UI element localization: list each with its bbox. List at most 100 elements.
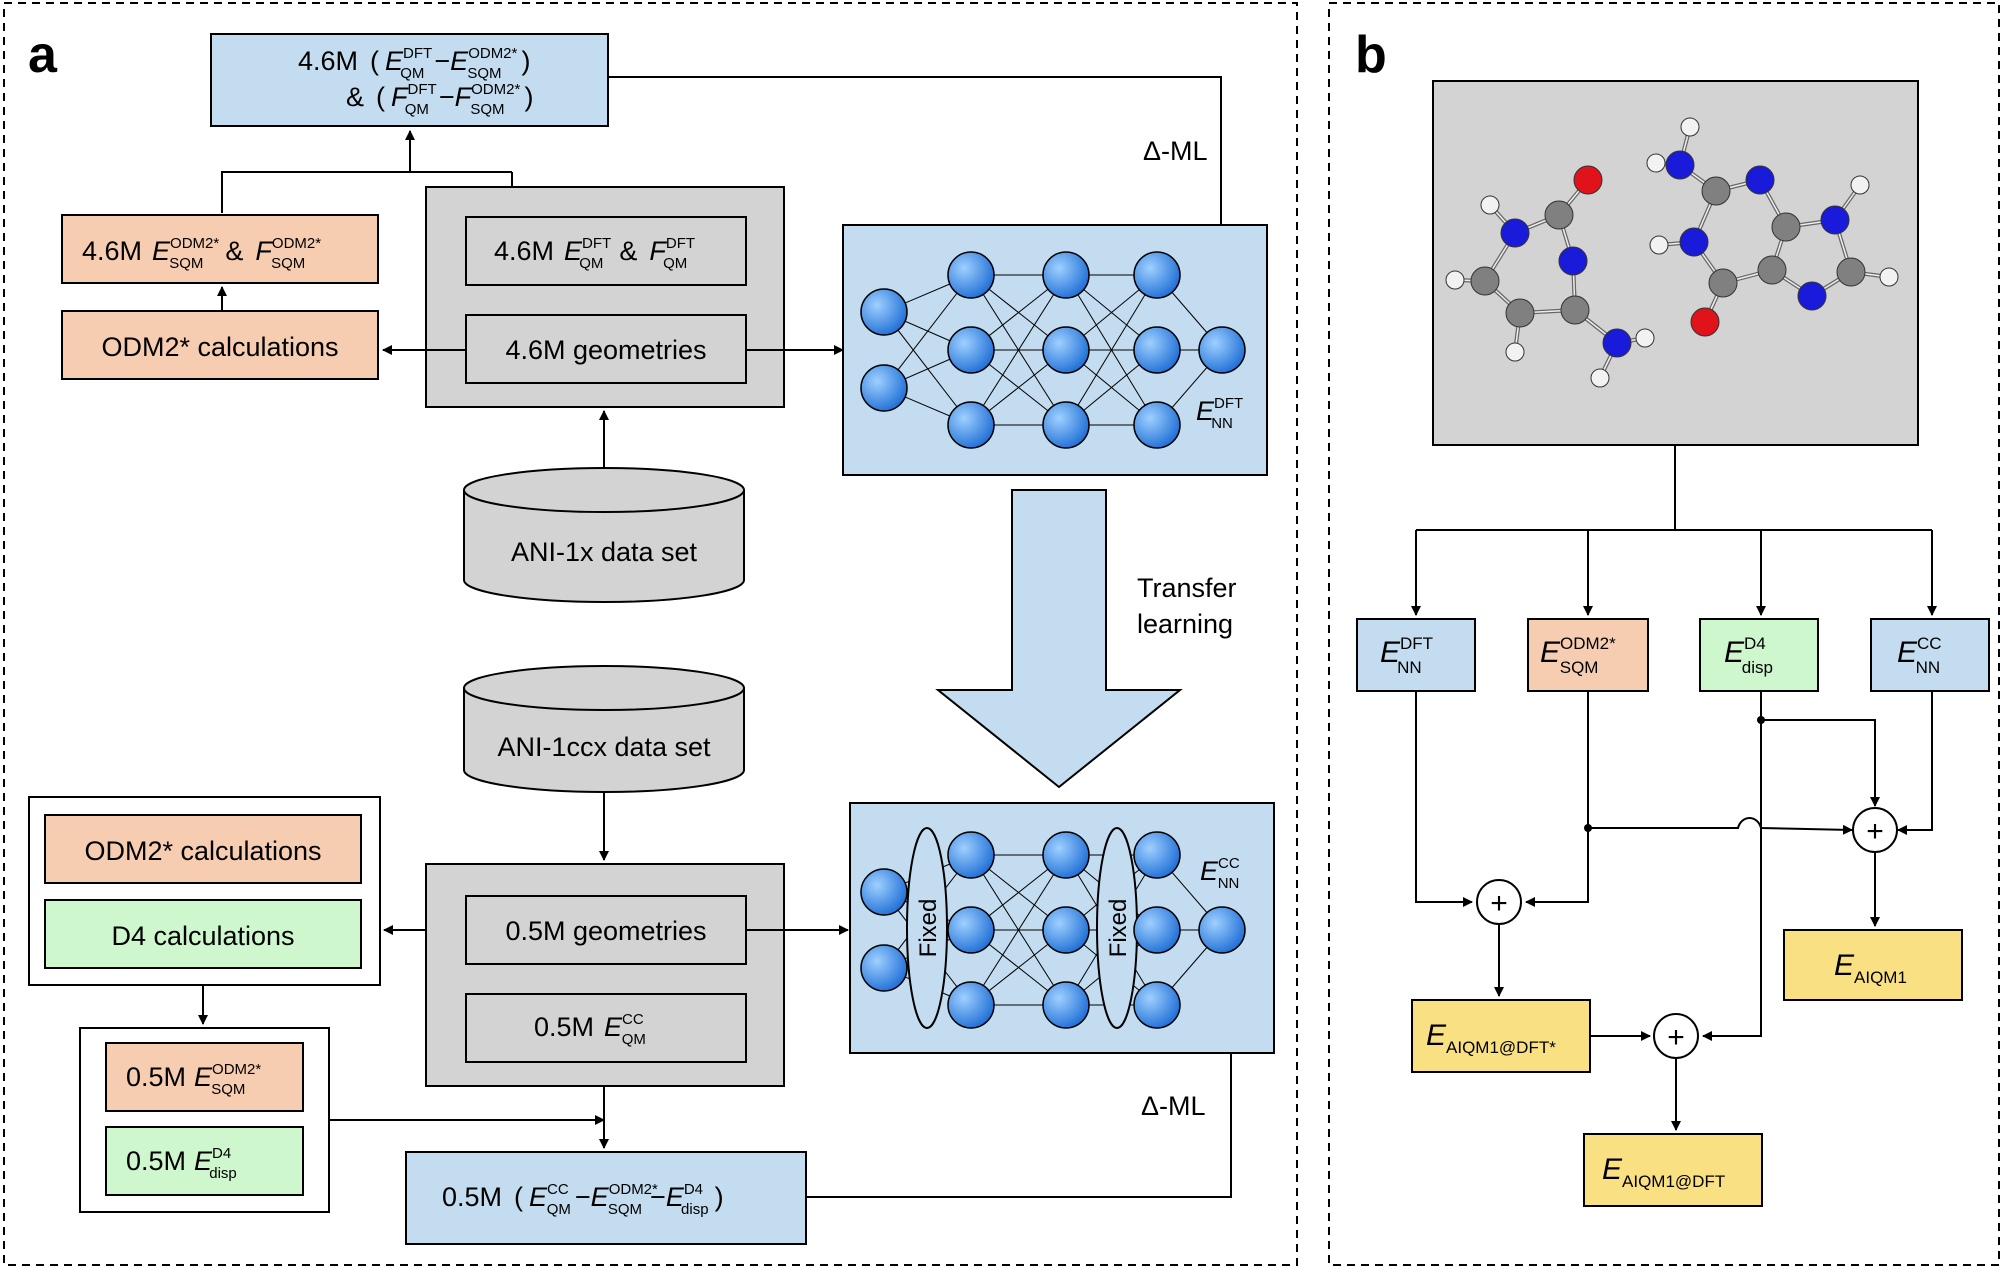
nn-top-node xyxy=(947,251,995,299)
b-aiqm1-dftstar-box xyxy=(1411,999,1591,1073)
nn-top-node xyxy=(1133,326,1181,374)
b-sqm-text: EODM2*SQM xyxy=(1540,634,1616,677)
nn-top-edge xyxy=(970,274,1067,426)
nn-top-node xyxy=(1042,401,1090,449)
molecule-atom-n xyxy=(1820,205,1850,235)
nn-bottom-node xyxy=(1133,831,1181,879)
molecule-atoms xyxy=(1445,117,1899,388)
b-plus-1-sign: + xyxy=(1490,887,1508,920)
molecule-atom-o xyxy=(1573,165,1603,195)
molecule-atom-n xyxy=(1745,165,1775,195)
molecule-atom-h xyxy=(1850,175,1870,195)
b-sqm-box xyxy=(1527,618,1649,692)
molecule-atom-h xyxy=(1480,195,1500,215)
molecule-atom-h xyxy=(1505,342,1525,362)
delta-ml-bottom-label: Δ-ML xyxy=(1141,1091,1206,1121)
molecule-atom-n xyxy=(1665,150,1695,180)
b-aiqm1-dftstar-text: EAIQM1@DFT* xyxy=(1426,1019,1556,1057)
nn-top-nodes xyxy=(860,251,1246,449)
molecule-atom-o xyxy=(1690,307,1720,337)
nn-top-node xyxy=(860,364,908,412)
nn-top-node xyxy=(1198,326,1246,374)
molecule-atom-c xyxy=(1701,176,1731,206)
transfer-label-2: learning xyxy=(1137,609,1233,639)
nn-bottom-node xyxy=(1042,831,1090,879)
b-aiqm1-box xyxy=(1783,929,1963,1001)
ani1ccx-text: ANI-1ccx data set xyxy=(497,732,711,762)
odm2-calc-bottom-box xyxy=(44,814,362,884)
panel-b-label: b xyxy=(1355,26,1387,84)
b-line-nn-cc-to-plus2 xyxy=(1897,691,1933,835)
molecule-atom-h xyxy=(1879,267,1899,287)
b-line-nn-dft-to-plus1 xyxy=(1415,691,1473,907)
geometries-top-text: 4.6M geometries xyxy=(505,335,706,365)
fixed-label-1: Fixed xyxy=(915,899,942,958)
nn-top-edge xyxy=(883,274,972,389)
geometries-bottom-text: 0.5M geometries xyxy=(505,916,706,946)
disp-result-box xyxy=(105,1126,304,1196)
molecule-atom-h xyxy=(1635,328,1655,348)
nn-bottom-node xyxy=(947,981,995,1029)
b-line-sqm-to-plus1 xyxy=(1525,691,1589,907)
bottom-delta-box xyxy=(405,1151,807,1245)
nn-top-node xyxy=(1042,251,1090,299)
ani1ccx-cylinder xyxy=(463,688,745,793)
molecule-atom-c xyxy=(1771,212,1801,242)
fixed-label-2: Fixed xyxy=(1105,899,1132,958)
molecule-atom-h xyxy=(1590,368,1610,388)
molecule-atom-h xyxy=(1649,235,1669,255)
odm2-result-box xyxy=(61,214,379,284)
nn-top-node xyxy=(1133,251,1181,299)
molecule-atom-c xyxy=(1505,298,1535,328)
molecule-atom-n xyxy=(1602,328,1632,358)
molecule-atom-h xyxy=(1445,270,1465,290)
nn-top-edge xyxy=(1065,274,1158,426)
b-nn-cc-box xyxy=(1870,618,1990,692)
nn-top-node xyxy=(947,401,995,449)
nn-bottom-node xyxy=(860,868,908,916)
b-aiqm1-dft-text: EAIQM1@DFT xyxy=(1602,1153,1725,1191)
panel-a-frame xyxy=(3,2,1298,1266)
nn-top-node xyxy=(1133,401,1181,449)
nn-bottom-node xyxy=(860,944,908,992)
nn-top-node xyxy=(860,288,908,336)
transfer-learning-arrow xyxy=(935,489,1183,789)
b-disp-box xyxy=(1699,618,1819,692)
cc-data-box xyxy=(465,993,747,1063)
odm2-calc-bottom-text: ODM2* calculations xyxy=(84,836,321,866)
sqm-result-box xyxy=(105,1042,304,1112)
b-junction-disp xyxy=(1757,716,1765,724)
odm2-calc-top-box xyxy=(61,310,379,380)
molecule-atom-n xyxy=(1500,218,1530,248)
nn-top-node xyxy=(947,326,995,374)
nn-top-node xyxy=(1042,326,1090,374)
b-plus-2-sign: + xyxy=(1866,815,1884,848)
arrow-into-top-delta xyxy=(221,171,512,213)
nn-bottom-nodes xyxy=(860,831,1246,1029)
nn-bottom-node xyxy=(1133,906,1181,954)
odm2-calc-top-text: ODM2* calculations xyxy=(101,332,338,362)
b-line-disp-to-plus2 xyxy=(1761,719,1880,807)
geometries-top-box xyxy=(465,314,747,384)
molecule-atom-c xyxy=(1708,268,1738,298)
molecule-atom-c xyxy=(1757,255,1787,285)
delta-ml-top-label: Δ-ML xyxy=(1143,136,1208,166)
d4-calc-box xyxy=(44,899,362,969)
ani1x-cylinder xyxy=(463,490,745,603)
nn-bottom-node xyxy=(947,831,995,879)
nn-bottom-node xyxy=(1042,906,1090,954)
molecule-atom-h xyxy=(1680,117,1700,137)
molecule-box xyxy=(1432,80,1919,446)
b-line-disp-down xyxy=(1702,691,1762,1041)
